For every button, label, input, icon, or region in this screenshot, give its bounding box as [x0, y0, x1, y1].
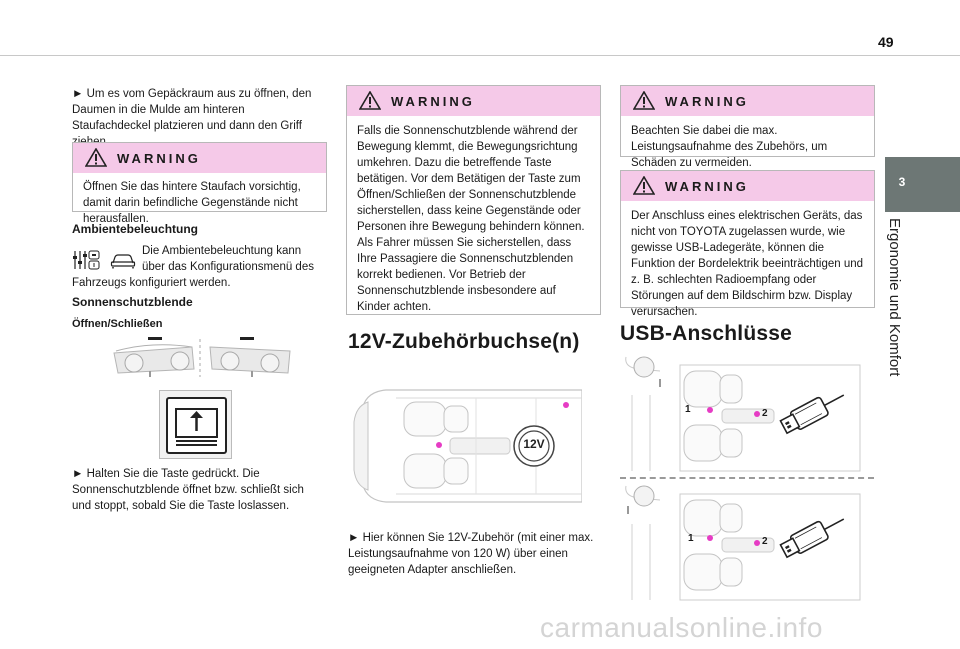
- sunshade-hold-instruction: ► Halten Sie die Taste gedrückt. Die Son…: [72, 468, 304, 512]
- usb-plug-icon: [779, 394, 845, 435]
- car-icon: [110, 254, 136, 269]
- usb-marker-label-1: 1: [685, 404, 691, 415]
- settings-menu-icon: [73, 250, 100, 270]
- usb-ports-illustration-bottom: [625, 485, 861, 601]
- sunshade-heading: Sonnenschutzblende: [72, 295, 193, 309]
- car-12v-socket-illustration: [353, 389, 582, 503]
- usb-marker-1: [707, 535, 713, 541]
- ambient-text-a: Die Ambientebeleuchtung kann über das Ko…: [142, 245, 314, 273]
- warning-triangle-icon: [633, 91, 655, 110]
- sunshade-location-illustration: [113, 337, 291, 377]
- chapter-label: Ergonomie und Komfort: [886, 218, 903, 377]
- warning-triangle-icon: [359, 91, 381, 110]
- warning-title: WARNING: [665, 179, 749, 194]
- usb-marker-label-2: 2: [762, 536, 768, 547]
- text-12v: ► Hier können Sie 12V-Zubehör (mit einer…: [348, 532, 594, 576]
- socket-marker-front: [436, 442, 442, 448]
- usb-marker-label-1: 1: [688, 533, 694, 544]
- ambient-text-b: Fahrzeugs konfiguriert werden.: [72, 277, 231, 289]
- sunshade-open-close-icon: [175, 408, 218, 446]
- warning-header: WARNING: [347, 86, 600, 116]
- watermark: carmanualsonline.info: [540, 612, 823, 643]
- chapter-number: 3: [898, 175, 906, 189]
- section-heading-usb: USB-Anschlüsse: [620, 322, 793, 345]
- usb-marker-1: [707, 407, 713, 413]
- chapter-tab: 3: [885, 157, 960, 212]
- warning-title: WARNING: [117, 151, 201, 166]
- usb-marker-2: [754, 411, 760, 417]
- warning-title: WARNING: [665, 94, 749, 109]
- socket-12v-label: 12V: [523, 437, 545, 451]
- usb-ports-illustration-top: [625, 356, 861, 472]
- warning-text: Falls die Sonnenschutzblende während der…: [357, 125, 585, 313]
- warning-triangle-icon: [633, 176, 655, 195]
- socket-marker-rear: [563, 402, 569, 408]
- warning-triangle-icon: [85, 148, 107, 167]
- sunshade-button[interactable]: [166, 397, 227, 454]
- warning-header: WARNING: [621, 86, 874, 116]
- warning-text: Beachten Sie dabei die max. Leistungsauf…: [631, 125, 828, 169]
- warning-box-electrical: WARNING Der Anschluss eines elektrischen…: [620, 170, 875, 318]
- usb-plug-icon: [779, 518, 845, 559]
- open-close-heading: Öffnen/Schließen: [72, 318, 163, 330]
- warning-box-storage: WARNING Öffnen Sie das hintere Staufach …: [72, 142, 327, 225]
- trunk-open-instruction: ► Um es vom Gepäckraum aus zu öffnen, de…: [72, 88, 312, 148]
- warning-header: WARNING: [621, 171, 874, 201]
- ambient-heading: Ambientebeleuchtung: [72, 222, 199, 236]
- page-number: 49: [878, 34, 894, 50]
- section-heading-12v: 12V-Zubehörbuchse(n): [348, 330, 580, 353]
- warning-box-power: WARNING Beachten Sie dabei die max. Leis…: [620, 85, 875, 169]
- usb-marker-label-2: 2: [762, 408, 768, 419]
- header-rule: [0, 55, 960, 56]
- warning-text: Der Anschluss eines elektrischen Geräts,…: [631, 210, 864, 318]
- warning-text: Öffnen Sie das hintere Staufach vorsicht…: [83, 181, 301, 225]
- warning-title: WARNING: [391, 94, 475, 109]
- warning-header: WARNING: [73, 143, 326, 173]
- illustration-divider: [620, 477, 874, 479]
- warning-box-sunshade: WARNING Falls die Sonnenschutzblende wäh…: [346, 85, 601, 315]
- usb-marker-2: [754, 540, 760, 546]
- sunshade-button-panel: [159, 390, 232, 459]
